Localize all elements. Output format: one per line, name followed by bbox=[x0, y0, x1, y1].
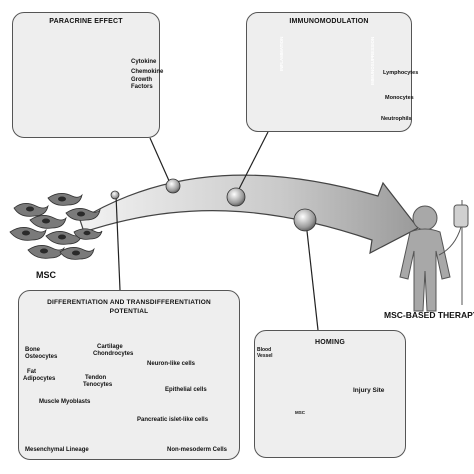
connector-immuno bbox=[236, 131, 269, 194]
immunosuppression-label: IMMUNOSUPRESSION bbox=[370, 36, 375, 85]
chondrocytes-label: Chondrocytes bbox=[93, 351, 134, 357]
homing-title: HOMING bbox=[315, 339, 345, 346]
therapy-arrow bbox=[79, 174, 419, 255]
differentiation-title-1: DIFFERENTIATION AND TRANSDIFFERENTIATION bbox=[47, 299, 211, 306]
immunomodulation-panel: IMMUNOMODULATION INFLAMMATION IMMUNOSUPR… bbox=[246, 12, 418, 132]
therapy-label: MSC-BASED THERAPY bbox=[384, 310, 474, 320]
differentiation-panel: DIFFERENTIATION AND TRANSDIFFERENTIATION… bbox=[18, 290, 240, 460]
connector-homing bbox=[305, 221, 319, 331]
tenocytes-label: Tenocytes bbox=[83, 382, 113, 388]
msc-sphere-1 bbox=[110, 190, 120, 200]
fat-label: Fat bbox=[27, 369, 36, 375]
neutrophils-label: Neutrophils bbox=[381, 116, 412, 122]
injury-site-label: Injury Site bbox=[353, 387, 385, 394]
blood-label: Blood bbox=[257, 347, 272, 353]
osteocytes-label: Osteocytes bbox=[25, 354, 58, 360]
monocytes-label: Monocytes bbox=[385, 95, 414, 101]
homing-panel: HOMING Blood Vessel MSC Injury Site bbox=[254, 330, 406, 458]
paracrine-title: PARACRINE EFFECT bbox=[49, 18, 123, 25]
epithelial-label: Epithelial cells bbox=[165, 387, 207, 393]
connector-paracrine bbox=[149, 137, 171, 184]
immuno-title: IMMUNOMODULATION bbox=[289, 18, 369, 25]
msc-label: MSC bbox=[36, 270, 56, 280]
inflammation-label: INFLAMMATION bbox=[279, 36, 284, 71]
adipocytes-label: Adipocytes bbox=[23, 376, 56, 382]
msc-sphere-4 bbox=[293, 208, 317, 232]
legend-growth: Growth bbox=[131, 77, 152, 83]
homing-msc-label: MSC bbox=[295, 410, 305, 415]
patient-figure bbox=[399, 205, 451, 312]
vessel-label: Vessel bbox=[257, 353, 273, 359]
legend-factors: Factors bbox=[131, 84, 153, 90]
msc-sphere-3 bbox=[226, 187, 246, 207]
legend-chemokine: Chemokine bbox=[131, 69, 164, 75]
pancreatic-label: Pancreatic islet-like cells bbox=[137, 417, 209, 423]
legend-cytokine: Cytokine bbox=[131, 59, 157, 65]
paracrine-panel: PARACRINE EFFECT Cytokine Chemokine Grow… bbox=[12, 12, 164, 138]
bone-label: Bone bbox=[25, 347, 40, 353]
non-mesoderm-label: Non-mesoderm Cells bbox=[167, 447, 228, 453]
lymphocytes-label: Lymphocytes bbox=[383, 70, 419, 76]
neuron-label: Neuron-like cells bbox=[147, 361, 196, 367]
msc-sphere-2 bbox=[165, 178, 181, 194]
tendon-label: Tendon bbox=[85, 375, 107, 381]
iv-drip bbox=[438, 200, 469, 305]
differentiation-title-2: POTENTIAL bbox=[109, 308, 149, 315]
mesenchymal-label: Mesenchymal Lineage bbox=[25, 447, 89, 453]
muscle-label: Muscle Myoblasts bbox=[39, 399, 91, 405]
connector-differentiation bbox=[115, 194, 121, 291]
cartilage-label: Cartilage bbox=[97, 344, 123, 350]
